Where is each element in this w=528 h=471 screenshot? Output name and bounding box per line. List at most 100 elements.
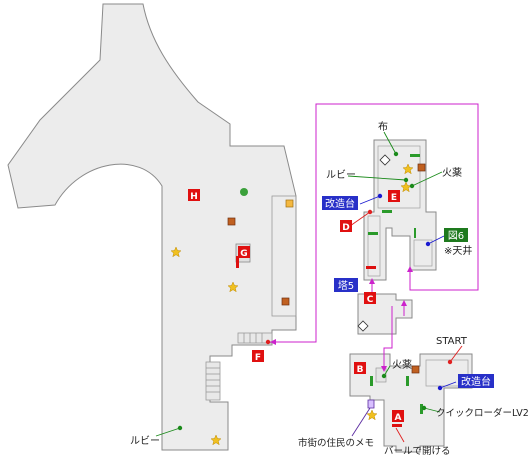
label-ruby-upper: ルビー	[326, 169, 356, 181]
marker-C-label: C	[367, 295, 374, 305]
route-arrows	[270, 266, 413, 372]
dot-zu6	[425, 241, 431, 247]
leader-ruby-lower	[155, 427, 181, 437]
leader-kaizoudai-upper	[359, 195, 381, 205]
leader-zu6	[427, 235, 445, 245]
doors	[236, 154, 423, 427]
arrow-down-stair	[381, 366, 387, 372]
marker-C[interactable]: C	[364, 292, 376, 305]
arrow-up-tower	[401, 300, 407, 306]
dot-kaizoudai-upper	[377, 193, 383, 199]
route-stair-link	[383, 306, 393, 370]
dot-f	[265, 339, 271, 345]
crate-4	[417, 163, 426, 172]
door-lower-mid	[406, 376, 409, 386]
door-upper-3	[368, 232, 378, 235]
marker-G[interactable]: G	[238, 246, 250, 259]
leader-ruby-upper	[347, 175, 407, 181]
marker-B[interactable]: B	[354, 362, 366, 375]
arrow-c-up	[369, 278, 375, 284]
crate-5	[411, 365, 420, 374]
marker-D[interactable]: D	[340, 220, 352, 233]
label-memo: 市街の住民のメモ	[298, 437, 374, 449]
dot-kayaku-lower	[381, 373, 387, 379]
leader-kaizoudai-lower	[439, 381, 457, 389]
star-icon	[227, 281, 239, 293]
leader-memo	[351, 407, 371, 437]
marker-A-label: A	[395, 413, 402, 423]
leader-quickloader	[423, 407, 441, 413]
crates	[227, 154, 426, 409]
dot-d	[367, 209, 373, 215]
star-icon	[210, 434, 222, 446]
marker-F[interactable]: F	[252, 350, 264, 363]
arrow-to-f	[270, 339, 276, 345]
floor-left-main	[7, 3, 297, 451]
route-outer-loop	[270, 103, 479, 343]
label-kayaku-upper: 火薬	[442, 167, 462, 179]
label-start: START	[436, 336, 468, 347]
stairs-left	[205, 361, 221, 401]
floor-left-area	[7, 3, 297, 451]
door-lower-right	[420, 404, 423, 414]
marker-H[interactable]: H	[188, 189, 200, 202]
crate-3	[285, 199, 294, 208]
door-red-a	[392, 424, 402, 427]
door-upper-1	[410, 154, 420, 157]
arrow-upper-stairs	[407, 266, 413, 272]
label-zu6-box: 図6	[444, 228, 468, 242]
ruby-dot-left-area	[240, 188, 248, 196]
floor-left-right-strip	[271, 195, 297, 317]
door-red-c	[366, 266, 376, 269]
dot-nuno	[393, 151, 399, 157]
dot-ruby-upper	[403, 177, 409, 183]
star-icon	[170, 246, 182, 258]
leader-start	[449, 345, 463, 363]
stars	[170, 163, 414, 446]
marker-B-label: B	[357, 365, 364, 375]
label-kaizoudai-upper-box: 改造台	[322, 196, 358, 210]
crate-1	[227, 217, 236, 226]
leader-nuno	[383, 131, 397, 155]
diamond-tower5	[357, 320, 369, 332]
diamond-upper	[379, 154, 391, 166]
door-upper-2	[382, 210, 392, 213]
dot-ruby-lower	[177, 425, 183, 431]
crate-2	[281, 297, 290, 306]
leader-kayaku-upper	[411, 171, 443, 187]
label-nuno: 布	[378, 121, 388, 133]
stairs-left-exit	[237, 332, 273, 344]
marker-E-label: E	[391, 193, 397, 203]
leader-d	[349, 211, 371, 227]
floor-upper-main	[363, 139, 437, 281]
label-kaizoudai-lower: 改造台	[461, 375, 491, 388]
dot-start	[447, 359, 453, 365]
star-icon	[366, 409, 378, 421]
text-labels: 布 ルビー 火薬 改造台 図6 ※天井 塔5 START 火薬 改造台 クイック…	[130, 121, 528, 457]
memo-object	[367, 399, 375, 409]
label-zu6: 図6	[448, 230, 464, 242]
star-icon	[402, 163, 414, 175]
marker-A[interactable]: A	[392, 410, 404, 423]
point-dots	[177, 151, 453, 431]
door-red-g	[236, 256, 239, 268]
leader-bar	[395, 427, 405, 443]
dot-quickloader	[421, 405, 427, 411]
door-lower-b	[370, 376, 373, 386]
label-tou5-box: 塔5	[334, 278, 358, 292]
label-tenjou: ※天井	[444, 244, 472, 257]
label-kaizoudai-lower-box: 改造台	[458, 374, 494, 388]
dot-kayaku-upper	[409, 183, 415, 189]
marker-F-label: F	[255, 353, 261, 363]
leader-lines	[155, 131, 463, 443]
marker-H-label: H	[190, 192, 198, 202]
label-kayaku-lower: 火薬	[392, 359, 412, 371]
label-kaizoudai-upper: 改造台	[325, 197, 355, 210]
marker-E[interactable]: E	[388, 190, 400, 203]
door-upper-4	[414, 228, 416, 238]
dot-kaizoudai-lower	[437, 385, 443, 391]
label-tou5: 塔5	[338, 279, 354, 292]
marker-G-label: G	[240, 249, 247, 259]
